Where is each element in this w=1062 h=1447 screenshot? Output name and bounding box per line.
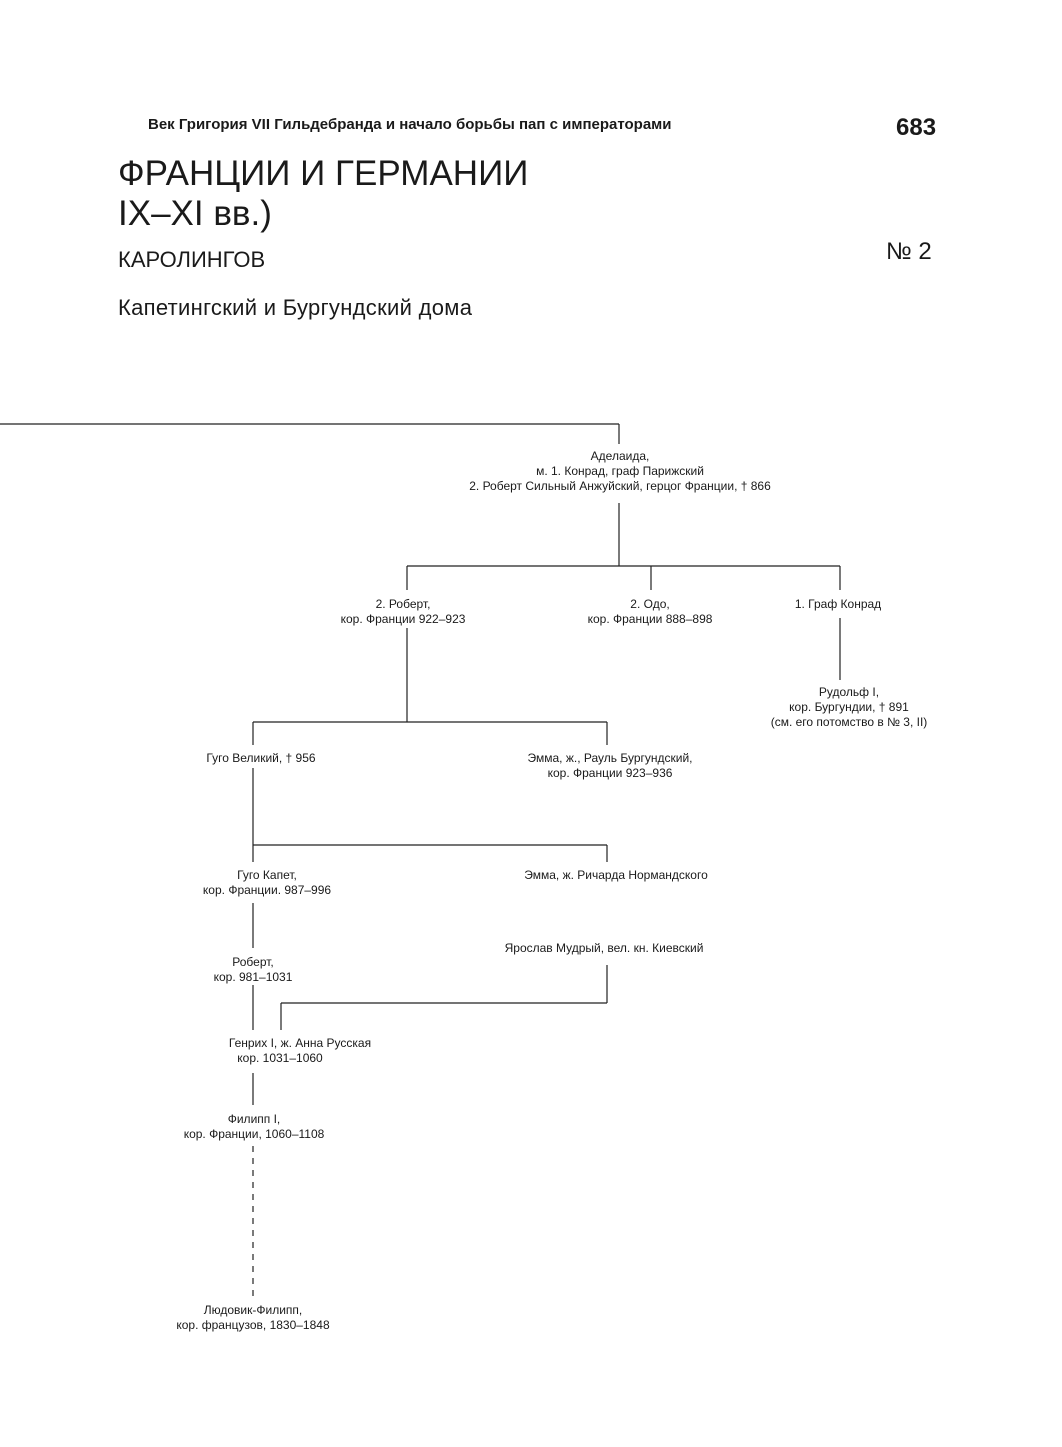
- title-line-1: ФРАНЦИИ И ГЕРМАНИИ: [118, 154, 529, 193]
- running-head: Век Григория VII Гильдебранда и начало б…: [148, 116, 672, 133]
- node-robert-king-981: Роберт,кор. 981–1031: [213, 955, 293, 984]
- node-rudolf: Рудольф I,кор. Бургундии, † 891(см. его …: [770, 685, 928, 729]
- node-emma-richard: Эмма, ж. Ричарда Нормандского: [524, 868, 708, 882]
- node-hugo-capet: Гуго Капет,кор. Франции. 987–996: [202, 868, 332, 897]
- node-hugo-the-great: Гуго Великий, † 956: [206, 751, 316, 765]
- node-count-konrad: 1. Граф Конрад: [794, 597, 882, 611]
- node-emma-raoul: Эмма, ж., Рауль Бургундский,кор. Франции…: [527, 751, 693, 780]
- table-number: № 2: [886, 238, 932, 265]
- page-number: 683: [896, 114, 937, 141]
- section-title: Капетингский и Бургундский дома: [118, 295, 473, 320]
- node-philip-i: Филипп I,кор. Франции, 1060–1108: [183, 1112, 325, 1141]
- subtitle: КАРОЛИНГОВ: [118, 247, 266, 272]
- title-line-2: IX–XI вв.): [118, 194, 272, 233]
- node-louis-philippe: Людовик-Филипп,кор. французов, 1830–1848: [176, 1303, 330, 1332]
- node-robert-king-922: 2. Роберт,кор. Франции 922–923: [340, 597, 466, 626]
- node-yaroslav: Ярослав Мудрый, вел. кн. Киевский: [504, 941, 704, 955]
- node-odo: 2. Одо,кор. Франции 888–898: [587, 597, 713, 626]
